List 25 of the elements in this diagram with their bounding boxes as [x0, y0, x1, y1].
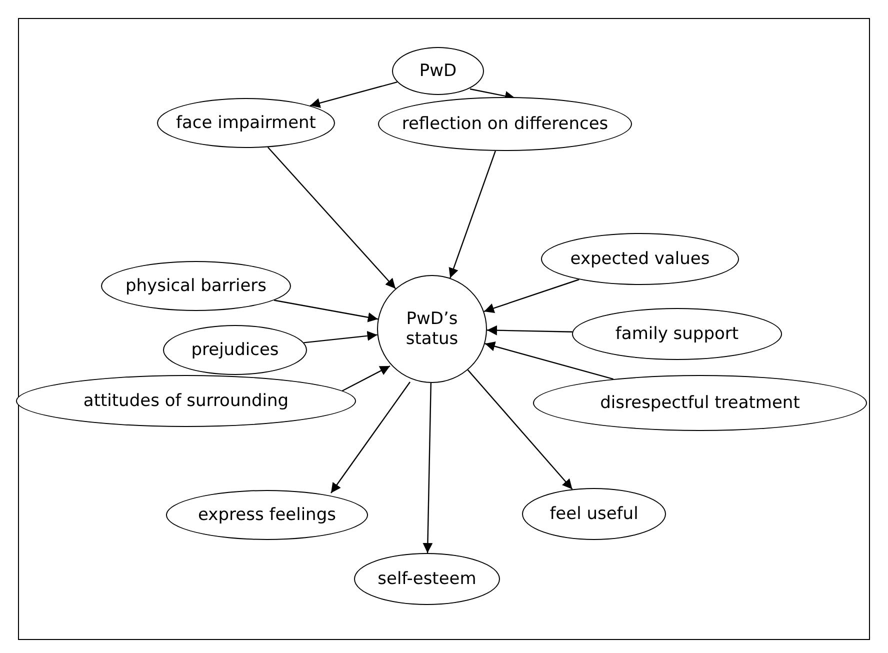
- arrow: [310, 81, 398, 108]
- node-label: reflection on differences: [402, 114, 608, 134]
- node-label: expected values: [570, 248, 710, 270]
- arrow: [267, 146, 396, 289]
- node-label: PwD’s status: [404, 308, 460, 350]
- arrow: [274, 300, 378, 322]
- node-label: attitudes of surrounding: [83, 390, 289, 412]
- arrow: [448, 150, 496, 278]
- node-label: self-esteem: [378, 568, 476, 590]
- node-label: express feelings: [198, 504, 336, 526]
- node-label: feel useful: [550, 504, 638, 524]
- node-label: physical barriers: [125, 276, 266, 296]
- arrow: [304, 330, 378, 344]
- arrow: [486, 325, 572, 336]
- arrow: [330, 382, 410, 494]
- arrow: [467, 370, 573, 490]
- node-label: prejudices: [191, 340, 279, 360]
- node-label: family support: [615, 324, 739, 344]
- arrow: [484, 341, 614, 380]
- node-label: PwD: [419, 60, 457, 82]
- arrow: [484, 278, 580, 314]
- arrow: [422, 382, 433, 554]
- arrow: [342, 365, 390, 392]
- node-label: face impairment: [176, 112, 316, 134]
- node-label: disrespectful treatment: [600, 392, 800, 414]
